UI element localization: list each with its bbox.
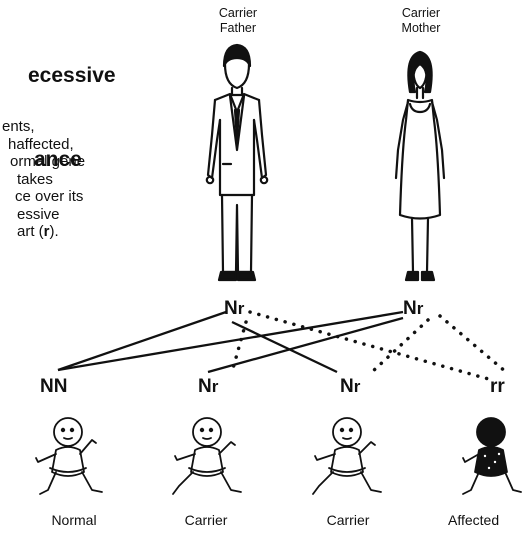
dominant-allele-lines — [58, 312, 403, 372]
child-2-label: Carrier — [156, 512, 256, 528]
baby-carrier-icon — [173, 418, 241, 494]
baby-carrier-icon-2 — [313, 418, 381, 494]
father-genotype-dominant: N — [224, 298, 238, 319]
child-2-genotype: Nr — [198, 376, 218, 398]
father-genotype-recessive: r — [238, 299, 245, 318]
child-1-label: Normal — [24, 512, 124, 528]
baby-affected-icon — [463, 418, 521, 494]
child-2-genotype-recessive: r — [212, 377, 219, 396]
baby-normal-icon — [36, 418, 102, 494]
child-2-genotype-dominant: N — [198, 376, 212, 397]
child-3-label: Carrier — [298, 512, 398, 528]
child-3-genotype-dominant: N — [340, 376, 354, 397]
mother-genotype-dominant: N — [403, 298, 417, 319]
mother-genotype-recessive: r — [417, 299, 424, 318]
father-genotype: Nr — [224, 298, 244, 320]
mother-genotype: Nr — [403, 298, 423, 320]
child-3-genotype-recessive: r — [354, 377, 361, 396]
child-4-genotype-text: rr — [490, 376, 505, 397]
recessive-allele-lines — [232, 312, 506, 380]
child-4-label: Affected — [448, 512, 523, 528]
mother-icon — [396, 52, 444, 280]
father-icon — [207, 45, 267, 280]
child-3-genotype: Nr — [340, 376, 360, 398]
child-1-genotype: NN — [40, 376, 67, 398]
child-4-genotype: rr — [490, 376, 505, 398]
child-1-genotype-text: NN — [40, 376, 67, 397]
